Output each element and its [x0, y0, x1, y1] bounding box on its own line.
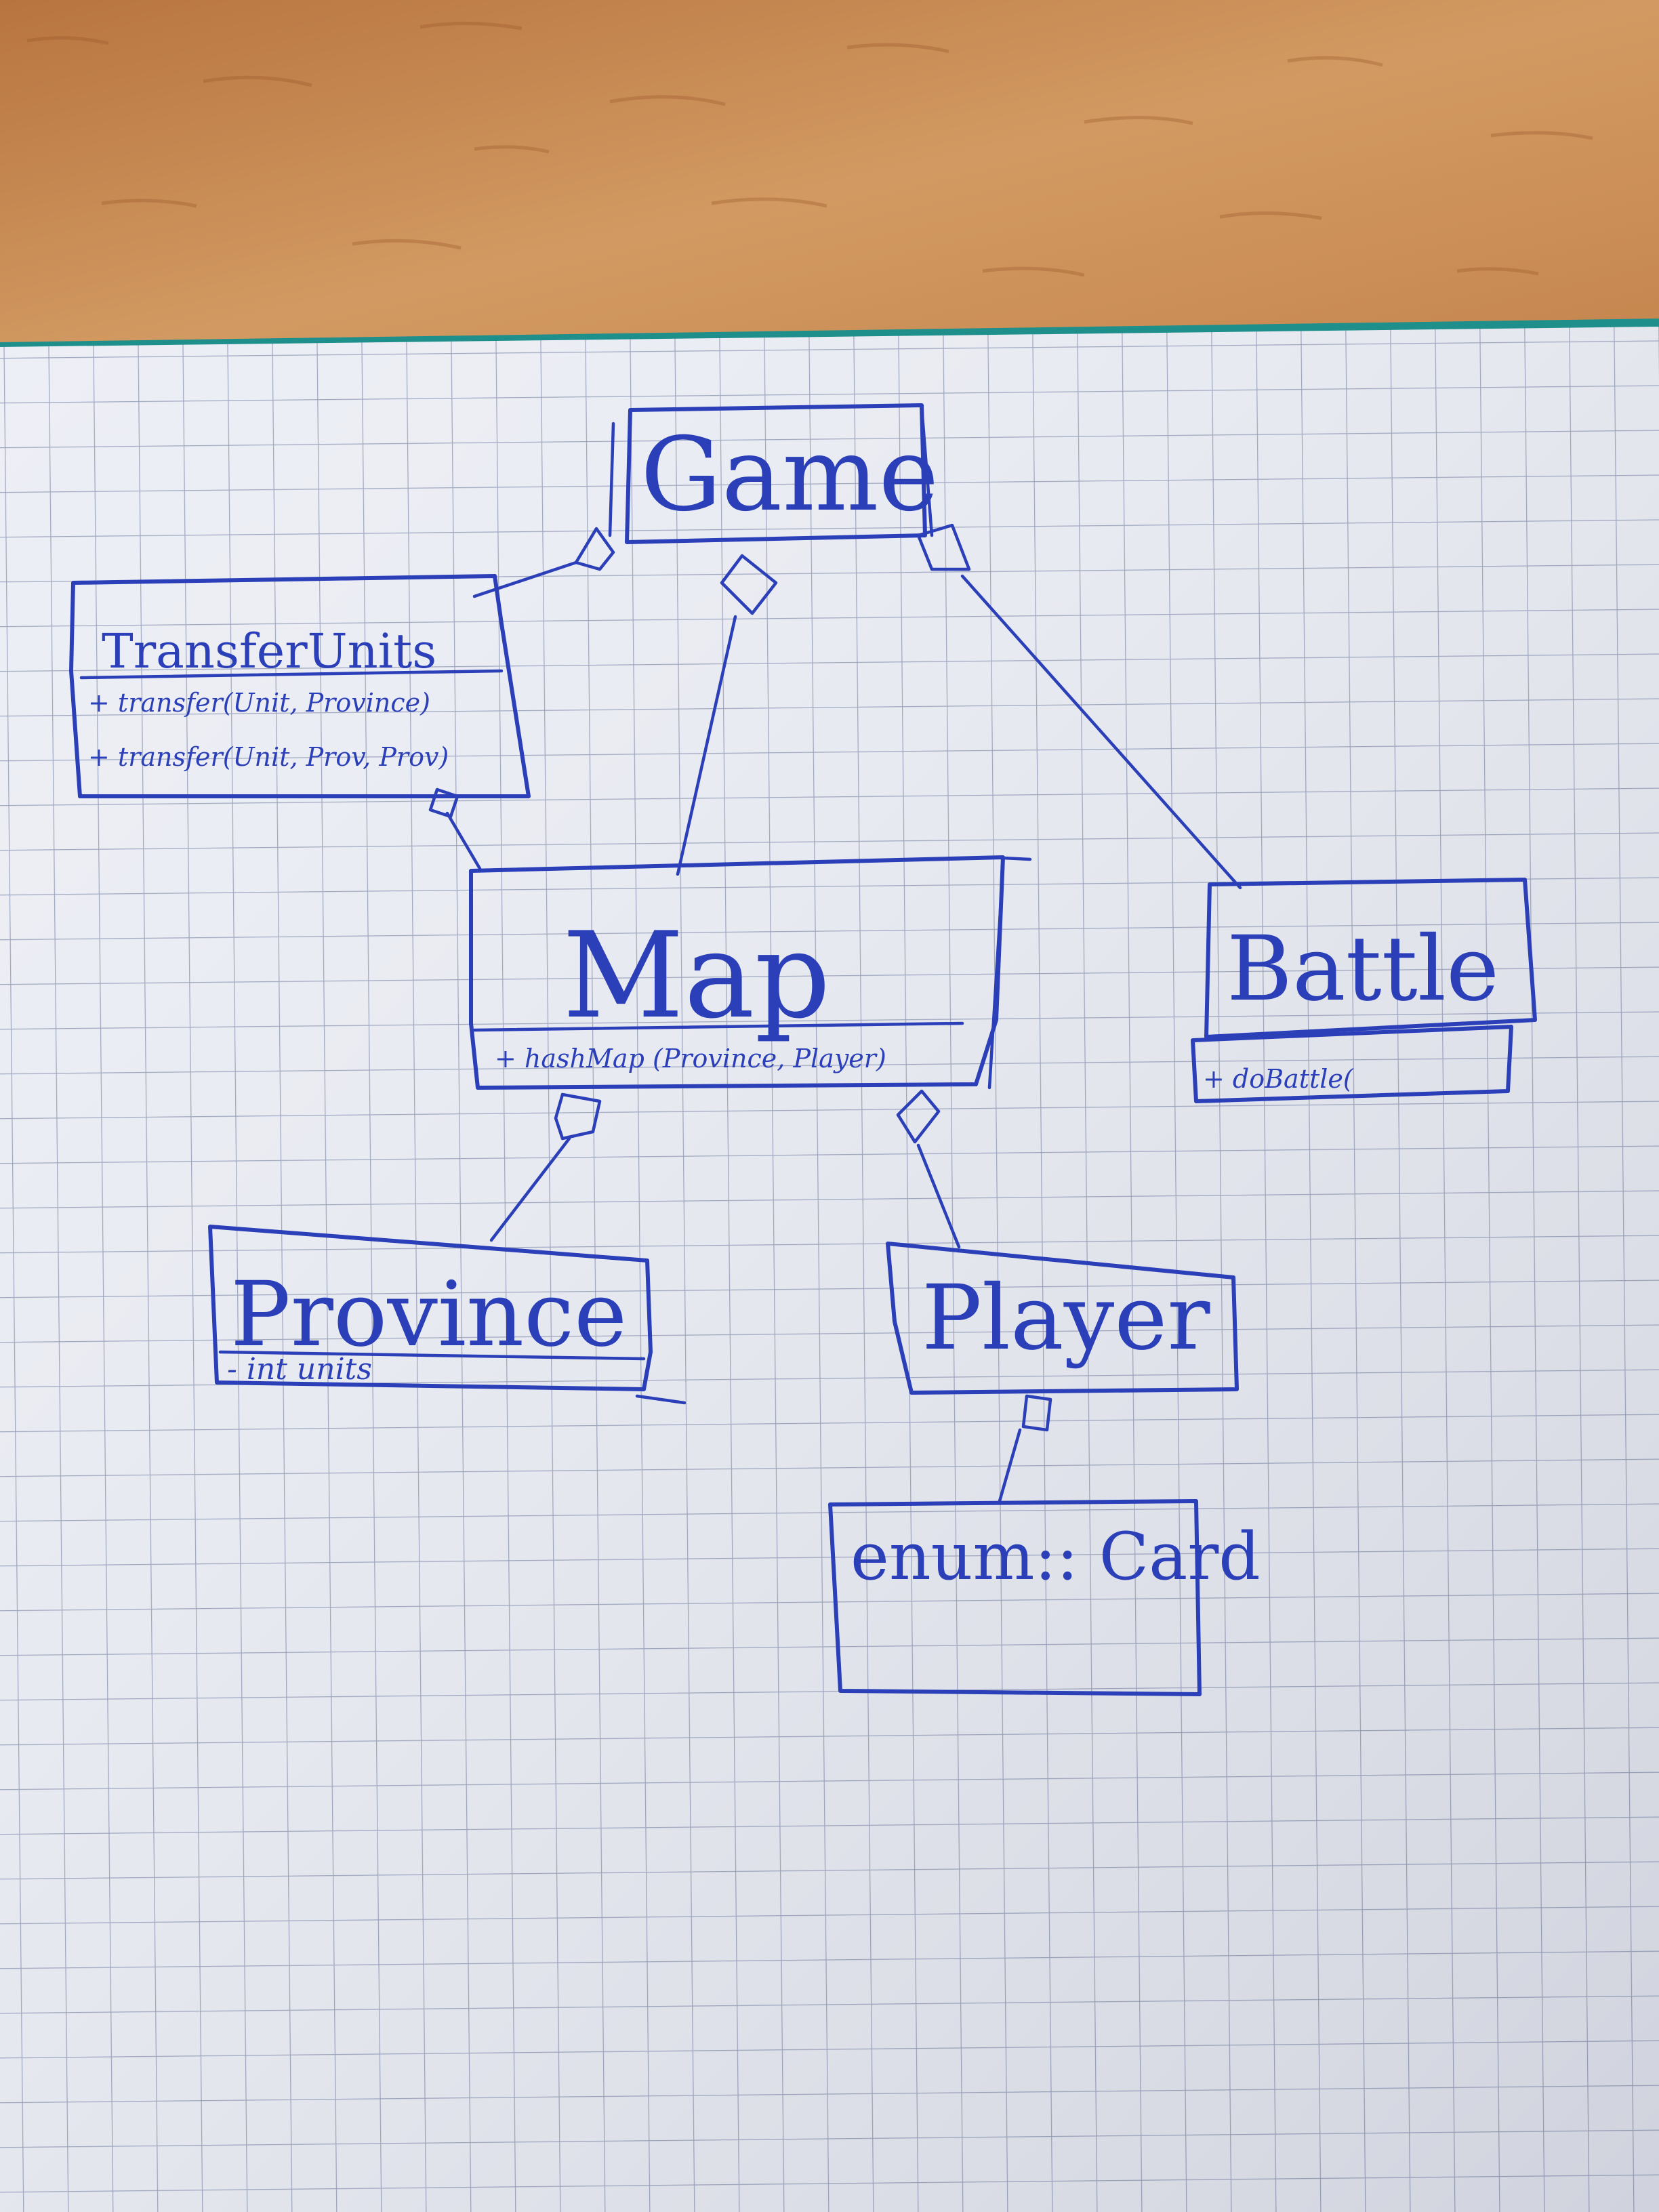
- aggregation-diamond: [1021, 1394, 1052, 1432]
- connector-map-province: [489, 1092, 602, 1242]
- map-attribute-1: + hashMap (Province, Player): [495, 1044, 886, 1073]
- class-battle-name: Battle: [1227, 917, 1499, 1021]
- class-transfer-units: TransferUnits + transfer(Unit, Province)…: [69, 574, 531, 798]
- aggregation-diamond: [896, 1089, 941, 1144]
- wood-grain: [26, 21, 1593, 277]
- class-card: enum:: Card: [828, 1499, 1261, 1696]
- aggregation-diamond: [554, 1092, 602, 1141]
- class-player: Player: [886, 1242, 1239, 1395]
- battle-method-1: + doBattle(: [1203, 1064, 1354, 1094]
- class-game-name: Game: [640, 416, 939, 534]
- aggregation-diamond: [574, 527, 615, 571]
- class-card-name: enum:: Card: [851, 1519, 1261, 1595]
- connector-transfer-units-map: [428, 787, 483, 873]
- connector-map-player: [896, 1089, 961, 1249]
- connector-game-map: [676, 554, 778, 876]
- aggregation-diamond: [720, 554, 778, 615]
- class-battle: Battle + doBattle(: [1191, 878, 1537, 1103]
- aggregation-diamond: [428, 787, 459, 819]
- transfer-units-method-1: + transfer(Unit, Province): [88, 688, 430, 718]
- aggregation-diamond: [916, 523, 971, 571]
- connector-game-battle: [916, 523, 1242, 890]
- desk-surface: [0, 0, 1659, 380]
- class-transfer-units-name: TransferUnits: [102, 623, 436, 679]
- class-province: Province - int units: [208, 1225, 687, 1405]
- transfer-units-method-2: + transfer(Unit, Prov, Prov): [88, 742, 449, 772]
- connector-player-card: [998, 1394, 1052, 1503]
- class-map: Map + hashMap (Province, Player): [469, 855, 1032, 1090]
- class-player-name: Player: [922, 1266, 1210, 1370]
- connector-game-transfer-units: [472, 527, 615, 598]
- class-map-name: Map: [562, 907, 831, 1045]
- province-attribute-1: - int units: [227, 1352, 372, 1387]
- class-game: Game: [608, 403, 939, 544]
- class-province-name: Province: [230, 1263, 627, 1367]
